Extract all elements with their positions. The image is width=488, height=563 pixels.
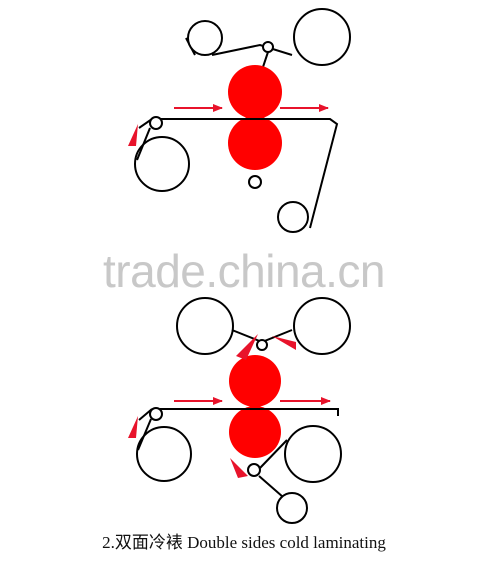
lower-pressure-roller-2 <box>229 406 281 458</box>
unwind-feed-line <box>136 127 151 161</box>
bottom-film-path <box>258 439 288 498</box>
unwind-roll-2 <box>136 426 192 482</box>
top-film-roll-left <box>176 297 234 355</box>
top-film-arrow-right <box>272 336 296 350</box>
unwind-flag-arrow-2 <box>128 416 138 438</box>
top-film-roll-large <box>293 8 351 66</box>
top-film-roll-right <box>293 297 351 355</box>
rewind-roll-2 <box>276 492 308 524</box>
top-film-arrow-left <box>236 334 258 360</box>
lower-pressure-roller <box>228 116 282 170</box>
top-film-roll-small <box>187 20 223 56</box>
bottom-small-idler <box>248 175 262 189</box>
unwind-feed-line-2 <box>137 418 152 451</box>
upper-pressure-roller-2 <box>229 355 281 407</box>
bottom-film-roll <box>284 425 342 483</box>
bottom-guide-idler <box>247 463 261 477</box>
upper-pressure-roller <box>228 65 282 119</box>
top-guide-idler <box>262 41 274 53</box>
unwind-roll <box>134 136 190 192</box>
entry-idler <box>149 116 163 130</box>
rewind-roll <box>277 201 309 233</box>
diagram-2-double-sides-laminating <box>128 297 351 524</box>
unwind-flag-arrow <box>128 124 138 146</box>
watermark-text: trade.china.cn <box>103 245 385 297</box>
diagram-1-top-laminating <box>128 8 351 233</box>
diagram-caption: 2.双面冷裱 Double sides cold laminating <box>102 533 386 552</box>
entry-idler-2 <box>149 407 163 421</box>
top-guide-idler-2 <box>256 339 268 351</box>
bottom-film-arrow <box>230 458 248 478</box>
